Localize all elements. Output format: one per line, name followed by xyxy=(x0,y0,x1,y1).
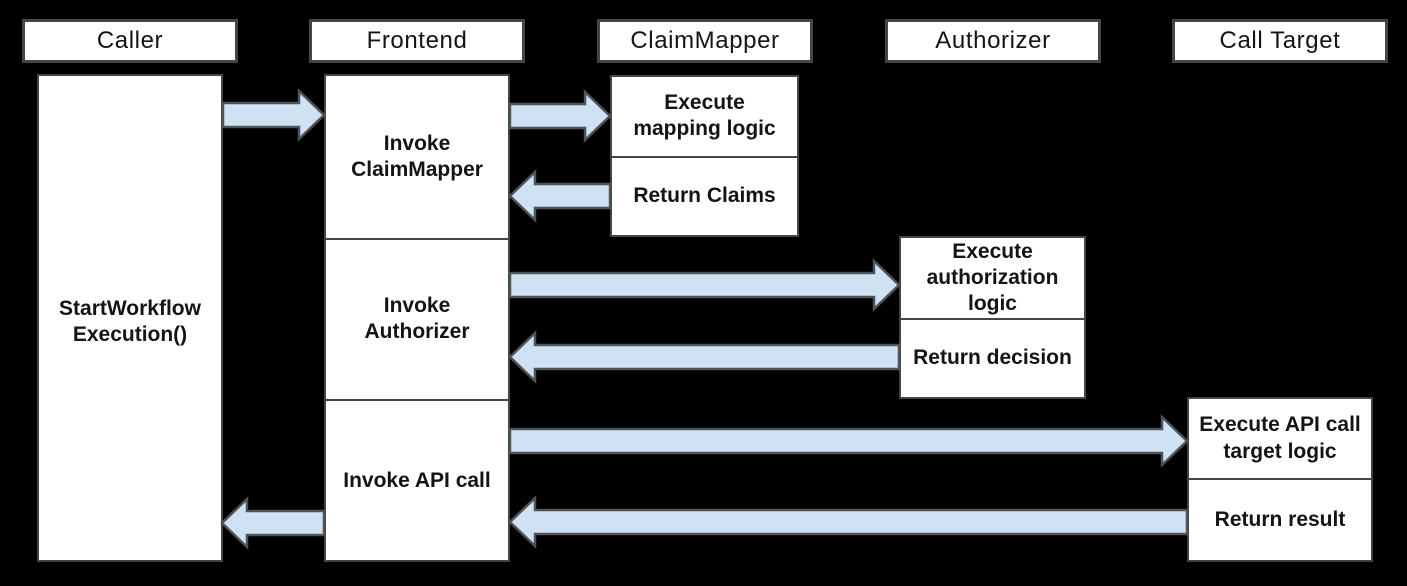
frontend-activation-stack: Invoke ClaimMapper Invoke Authorizer Inv… xyxy=(324,74,510,562)
lifeline-header-authorizer: Authorizer xyxy=(885,19,1101,63)
claimmapper-step-return-claims: Return Claims xyxy=(612,155,797,235)
calltarget-step-return-result: Return result xyxy=(1189,478,1371,560)
lifeline-header-claimmapper: ClaimMapper xyxy=(597,19,813,63)
frontend-step-invoke-claimmapper: Invoke ClaimMapper xyxy=(351,131,483,181)
claimmapper-step-execute-mapping-logic: Execute mapping logic xyxy=(633,91,776,141)
frontend-step-invoke-api-call: Invoke API call xyxy=(326,399,508,560)
claimmapper-activation-stack: Execute mapping logic Return Claims xyxy=(610,75,799,237)
calltarget-step-execute-api-call-target-logic: Execute API call target logic xyxy=(1199,413,1361,463)
arrow-claimmapper-to-frontend xyxy=(508,169,612,223)
arrow-calltarget-to-frontend xyxy=(508,495,1189,549)
authorizer-step-return-decision: Return decision xyxy=(901,317,1084,397)
lifeline-header-caller: Caller xyxy=(22,19,238,63)
caller-activation-box: StartWorkflow Execution() xyxy=(37,74,223,562)
frontend-step-invoke-authorizer: Invoke Authorizer xyxy=(326,237,508,400)
lifeline-header-frontend: Frontend xyxy=(309,19,525,63)
lifeline-header-calltarget: Call Target xyxy=(1172,19,1388,63)
authorizer-activation-stack: Execute authorization logic Return decis… xyxy=(899,236,1086,399)
arrow-authorizer-to-frontend xyxy=(508,330,901,384)
arrow-frontend-to-claimmapper xyxy=(508,89,612,143)
authorizer-step-execute-authorization-logic: Execute authorization logic xyxy=(926,239,1059,316)
arrow-frontend-to-authorizer xyxy=(508,258,901,312)
calltarget-activation-stack: Execute API call target logic Return res… xyxy=(1187,397,1373,562)
arrow-caller-to-frontend xyxy=(221,88,326,142)
arrow-frontend-to-caller xyxy=(220,496,326,550)
arrow-frontend-to-calltarget xyxy=(508,414,1189,468)
